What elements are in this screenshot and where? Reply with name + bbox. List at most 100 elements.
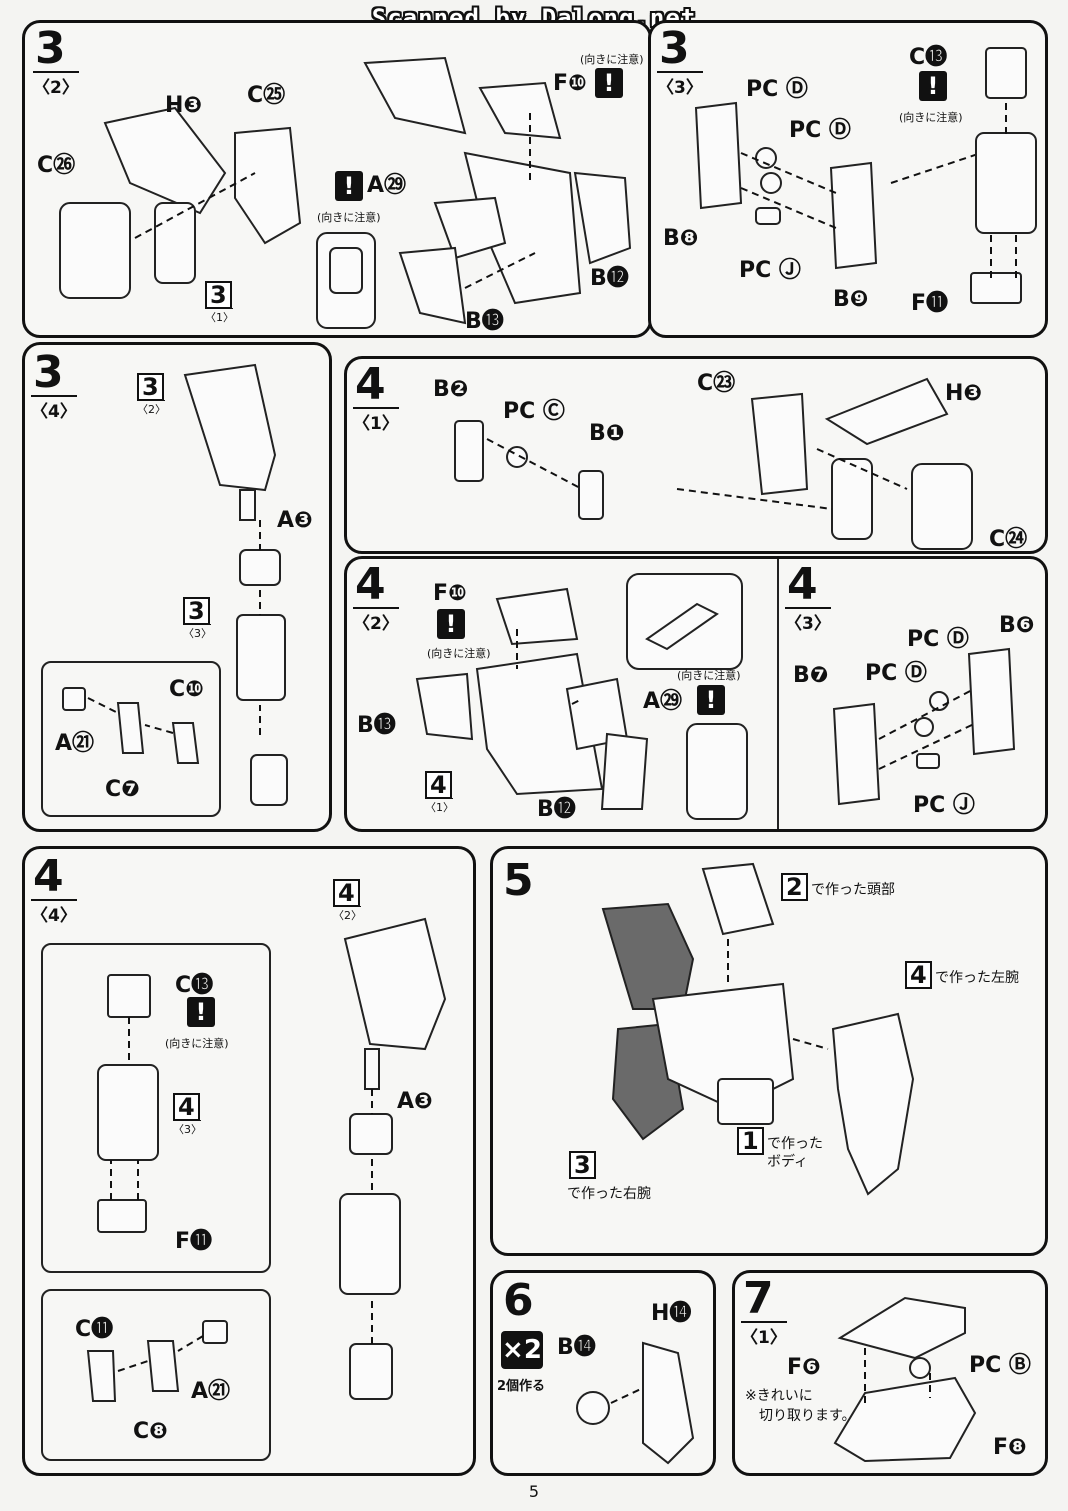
label-PC-D: PC Ⓓ <box>789 118 851 143</box>
label-C13: C⓭ <box>175 973 214 998</box>
label-PC-D: PC Ⓓ <box>865 661 927 686</box>
hand-part <box>250 754 288 806</box>
substep-label: 〈2〉 <box>33 71 79 98</box>
label-C11: C⓫ <box>75 1317 114 1342</box>
substep-label: 〈4〉 <box>31 395 77 422</box>
reference-step: 2 <box>781 873 808 901</box>
label-A29: A㉙ <box>367 173 407 198</box>
cut-note-2: 切り取ります。 <box>759 1408 856 1424</box>
substep-label: 〈2〉 <box>353 607 399 634</box>
label-C23: C㉓ <box>697 371 736 396</box>
reference-step: 4 <box>425 771 452 799</box>
body-caption: で作った <box>767 1136 823 1152</box>
part-illustration <box>832 647 1016 806</box>
label-F6: F❻ <box>787 1355 821 1380</box>
substep-label: 〈4〉 <box>31 899 77 926</box>
make-two-caption: 2個作る <box>497 1379 546 1394</box>
part-illustration <box>454 377 973 550</box>
head-caption: で作った頭部 <box>811 882 895 898</box>
body-caption-2: ボディ <box>767 1154 809 1170</box>
label-H3: H❸ <box>165 93 203 118</box>
reference-step: 1 <box>737 1127 764 1155</box>
label-B12: B⓬ <box>537 797 576 822</box>
label-PC-B: PC Ⓑ <box>969 1353 1031 1378</box>
hand-assembly-inset: C❿ A㉑ C❼ <box>41 661 221 817</box>
part-illustration <box>183 363 286 735</box>
orientation-note: (向きに注意) <box>899 111 963 124</box>
reference-substep: 〈1〉 <box>425 798 454 815</box>
reference-substep: 〈1〉 <box>205 308 234 325</box>
label-F11: F⓫ <box>175 1229 213 1254</box>
reference-step: 3 <box>137 373 164 401</box>
label-B7: B❼ <box>793 663 829 688</box>
label-B2: B❷ <box>433 377 469 402</box>
label-F8: F❽ <box>993 1435 1027 1460</box>
step-number: 3 <box>33 347 64 398</box>
orientation-note: (向きに注意) <box>165 1037 229 1050</box>
label-C8: C❽ <box>133 1419 168 1444</box>
label-A3: A❸ <box>277 508 313 533</box>
reference-step: 3 <box>183 597 210 625</box>
substep-label: 〈1〉 <box>353 407 399 434</box>
label-B9: B❾ <box>833 287 869 312</box>
step4-2-3-panel: 4 〈2〉 F❿ ! (向きに注意) B⓭ A㉙ ! (向きに注意) B⓬ 4 … <box>344 556 1048 832</box>
label-A21: A㉑ <box>191 1379 231 1404</box>
reference-substep: 〈3〉 <box>173 1120 202 1137</box>
hand-illustration <box>86 1320 228 1402</box>
caution-icon: ! <box>919 71 947 101</box>
label-F10: F❿ <box>553 71 587 96</box>
reference-step: 3 <box>569 1151 596 1179</box>
step-number: 5 <box>503 855 534 906</box>
label-C7: C❼ <box>105 777 140 802</box>
caution-icon: ! <box>335 171 363 201</box>
step-number: 3 <box>659 23 690 74</box>
label-C10: C❿ <box>169 677 204 702</box>
hand-assembly-inset: C⓫ A㉑ C❽ <box>41 1289 271 1461</box>
step-number: 7 <box>743 1273 774 1324</box>
step3-2-panel: 3 〈2〉 H❸ C㉕ C㉖ F❿ ! (向きに注意) ! A㉙ (向きに注意) <box>22 20 652 338</box>
orientation-note: (向きに注意) <box>427 647 491 660</box>
step-number: 4 <box>355 359 386 410</box>
label-C25: C㉕ <box>247 83 286 108</box>
step5-panel: 5 2 で作った頭部 4 で作った左腕 1 で作った ボディ 3 で作った右腕 <box>490 846 1048 1256</box>
step-number: 4 <box>355 559 386 610</box>
step-number: 6 <box>503 1275 534 1326</box>
reference-step: 4 <box>905 961 932 989</box>
orientation-note: (向きに注意) <box>580 53 644 66</box>
label-A29: A㉙ <box>643 689 683 714</box>
step3-3-panel: 3 〈3〉 PC Ⓓ PC Ⓓ B❽ PC Ⓙ B❾ C⓭ ! (向きに注意) … <box>648 20 1048 338</box>
part-illustration <box>97 974 159 1233</box>
right-arm-caption: で作った右腕 <box>567 1186 651 1202</box>
label-C26: C㉖ <box>37 153 76 178</box>
label-B6: B❻ <box>999 613 1035 638</box>
caution-icon: ! <box>187 997 215 1027</box>
page-number: 5 <box>528 1482 540 1501</box>
label-B14: B⓮ <box>557 1335 596 1360</box>
part-illustration <box>339 917 447 1400</box>
step3-4-panel: 3 〈4〉 3 〈2〉 A❸ 3 〈3〉 C❿ A㉑ C❼ <box>22 342 332 832</box>
orientation-note: (向きに注意) <box>677 669 741 682</box>
label-C24: C㉔ <box>989 527 1028 552</box>
hand-illustration <box>62 687 200 764</box>
step6-panel: 6 ×2 2個作る B⓮ H⓮ <box>490 1270 716 1476</box>
quantity-badge: ×2 <box>501 1331 543 1369</box>
reference-substep: 〈3〉 <box>183 624 212 641</box>
label-H14: H⓮ <box>651 1301 692 1326</box>
part-illustration <box>415 573 748 820</box>
substep-label: 〈3〉 <box>657 71 703 98</box>
label-B13: B⓭ <box>465 309 504 334</box>
left-arm-caption: で作った左腕 <box>935 970 1019 986</box>
label-PC-J: PC Ⓙ <box>739 258 801 283</box>
reference-substep: 〈2〉 <box>137 400 166 417</box>
label-F10: F❿ <box>433 581 467 606</box>
assembly-illustration <box>601 862 915 1196</box>
reference-step: 3 <box>205 281 232 309</box>
label-PC-J: PC Ⓙ <box>913 793 975 818</box>
label-F11: F⓫ <box>911 291 949 316</box>
reference-substep: 〈2〉 <box>333 906 362 923</box>
label-A3: A❸ <box>397 1089 433 1114</box>
orientation-note: (向きに注意) <box>317 211 381 224</box>
label-B13: B⓭ <box>357 713 396 738</box>
step-number: 4 <box>787 559 818 610</box>
